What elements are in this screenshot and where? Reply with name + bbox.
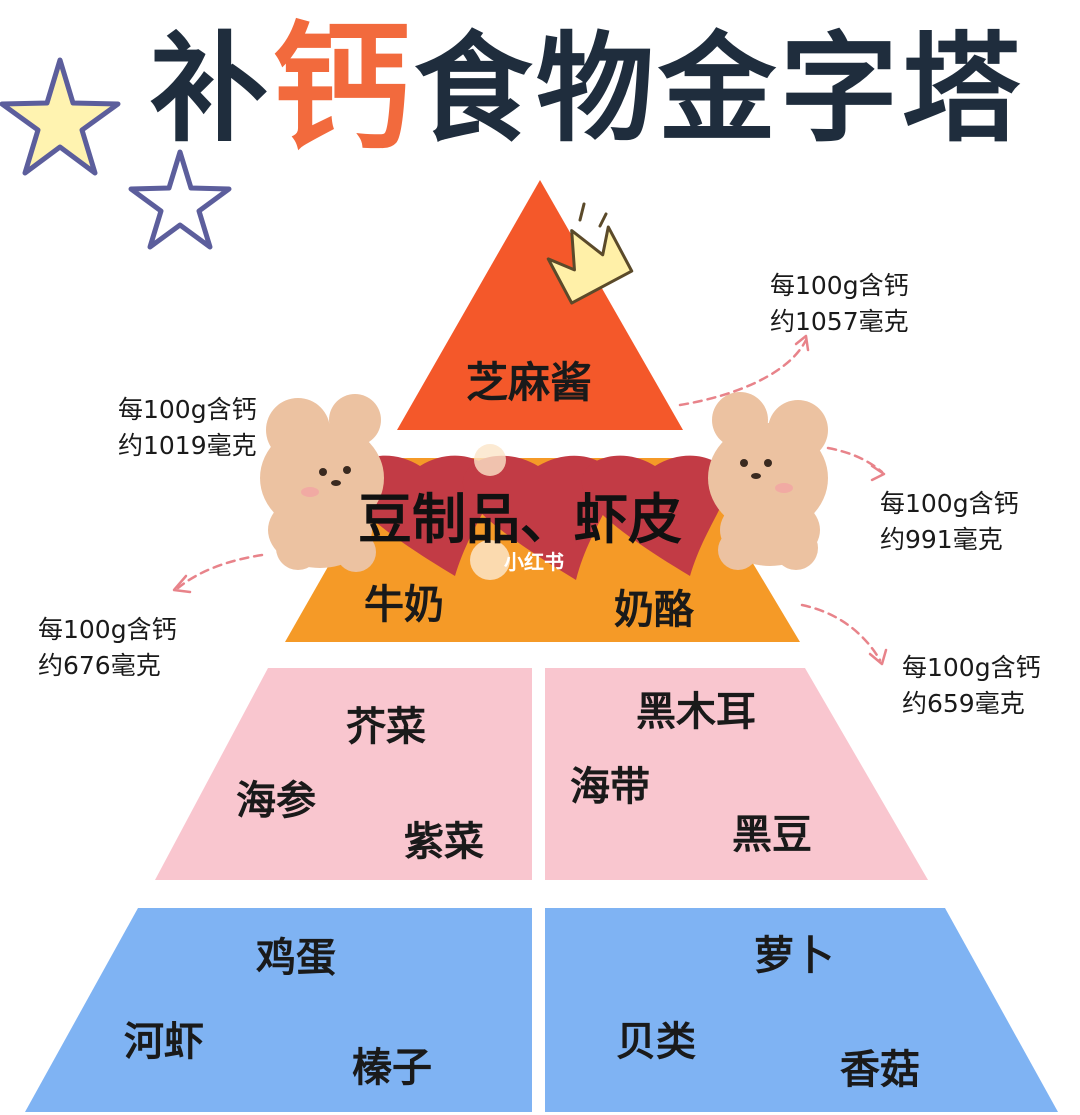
play-mark xyxy=(470,540,510,580)
bear-icon xyxy=(708,392,828,570)
tier-third-left-shape xyxy=(155,668,532,880)
heart-icon xyxy=(346,455,494,576)
tier-third-right-shape xyxy=(545,668,928,880)
tier-second-right-label: 奶酪 xyxy=(614,587,694,633)
calcium-note-line: 约659毫克 xyxy=(902,689,1025,718)
calcium-note-line: 约991毫克 xyxy=(880,525,1003,554)
arrow-head xyxy=(794,334,810,352)
watermark: 小红书 xyxy=(504,550,564,574)
food-label: 紫菜 xyxy=(404,819,484,865)
tier-bottom-left-shape xyxy=(25,908,532,1112)
calcium-note: 每100g含钙 约659毫克 xyxy=(902,650,1041,722)
page-title: 补钙食物金字塔 xyxy=(150,18,1070,158)
tier-bottom-right-shape xyxy=(545,908,1058,1112)
arrow-icon xyxy=(176,553,264,590)
food-label: 海参 xyxy=(236,778,316,824)
calcium-note-line: 每100g含钙 xyxy=(118,395,257,424)
sparkle-mark xyxy=(578,202,586,222)
heart-banner xyxy=(346,455,729,580)
heart-icon xyxy=(581,455,729,576)
food-label: 海带 xyxy=(570,764,650,810)
arrow-head xyxy=(868,648,888,666)
heart-icon xyxy=(462,455,614,580)
food-label: 黑木耳 xyxy=(636,689,756,735)
star-outline-icon xyxy=(128,149,232,250)
arrow-head xyxy=(172,574,192,594)
tier-second-banner: 豆制品、虾皮 xyxy=(358,488,682,551)
calcium-note: 每100g含钙 约676毫克 xyxy=(38,612,177,684)
food-label: 榛子 xyxy=(352,1045,432,1091)
food-label: 萝卜 xyxy=(754,933,834,979)
arrow-icon xyxy=(800,603,882,662)
tier-top-shape xyxy=(397,180,683,430)
food-label: 鸡蛋 xyxy=(256,935,336,981)
calcium-note: 每100g含钙 约1019毫克 xyxy=(118,392,257,464)
food-label: 河虾 xyxy=(124,1019,204,1065)
title-part-1: 补 xyxy=(150,20,273,158)
food-label: 香菇 xyxy=(840,1047,920,1093)
calcium-note-line: 每100g含钙 xyxy=(770,271,909,300)
bear-icon xyxy=(260,394,384,572)
food-label: 贝类 xyxy=(616,1019,696,1065)
calcium-note-line: 约1019毫克 xyxy=(118,431,257,460)
arrow-head xyxy=(870,464,886,482)
play-mark xyxy=(474,444,506,476)
tier-top-label: 芝麻酱 xyxy=(466,358,593,407)
calcium-note-line: 每100g含钙 xyxy=(880,489,1019,518)
calcium-note-line: 每100g含钙 xyxy=(902,653,1041,682)
calcium-note: 每100g含钙 约1057毫克 xyxy=(770,268,909,340)
title-accent: 钙 xyxy=(272,8,415,169)
star-icon xyxy=(0,57,121,176)
calcium-note: 每100g含钙 约991毫克 xyxy=(880,486,1019,558)
title-part-2: 食物金字塔 xyxy=(414,20,1025,158)
tier-second-left-label: 牛奶 xyxy=(364,582,444,628)
arrow-icon xyxy=(678,338,808,407)
crown-icon xyxy=(546,225,634,305)
food-label: 黑豆 xyxy=(732,812,812,858)
calcium-note-line: 约676毫克 xyxy=(38,651,161,680)
food-label: 芥菜 xyxy=(346,704,426,750)
calcium-note-line: 约1057毫克 xyxy=(770,307,909,336)
calcium-note-line: 每100g含钙 xyxy=(38,615,177,644)
sparkle-mark xyxy=(598,212,608,228)
